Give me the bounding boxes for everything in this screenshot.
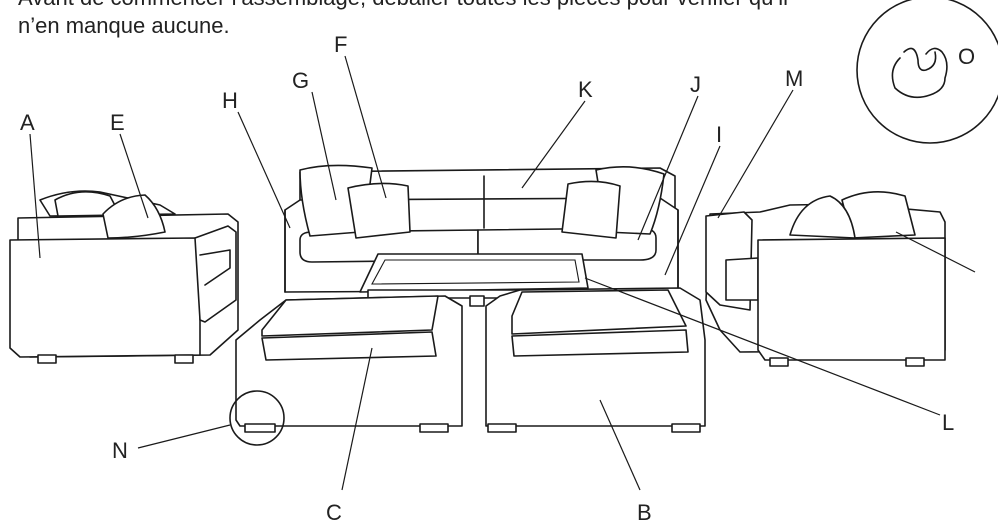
foot-detail-circle xyxy=(229,390,285,446)
label-i: I xyxy=(716,122,722,147)
label-m: M xyxy=(785,66,803,91)
label-a: A xyxy=(20,110,35,135)
label-h: H xyxy=(222,88,238,113)
label-e: E xyxy=(110,110,125,135)
part-labels: A E G F H K J I M O L N C B xyxy=(20,32,975,525)
right-armchair xyxy=(705,191,946,367)
left-armchair xyxy=(9,190,239,364)
label-k: K xyxy=(578,77,593,102)
right-ottoman xyxy=(485,287,706,433)
label-o: O xyxy=(958,44,975,69)
clip-detail-circle xyxy=(856,0,998,144)
label-j: J xyxy=(690,72,701,97)
instructions-text: Avant de commencer l’assemblage, déballe… xyxy=(18,0,918,40)
label-n: N xyxy=(112,438,128,463)
label-c: C xyxy=(326,500,342,525)
leader-lines xyxy=(29,55,976,491)
label-g: G xyxy=(292,68,309,93)
instructions-line-1: Avant de commencer l’assemblage, déballe… xyxy=(18,0,918,12)
label-f: F xyxy=(334,32,347,57)
label-b: B xyxy=(637,500,652,525)
instructions-line-2: n’en manque aucune. xyxy=(18,13,230,38)
label-l: L xyxy=(942,410,954,435)
left-ottoman xyxy=(235,295,463,433)
coffee-table xyxy=(359,253,589,307)
